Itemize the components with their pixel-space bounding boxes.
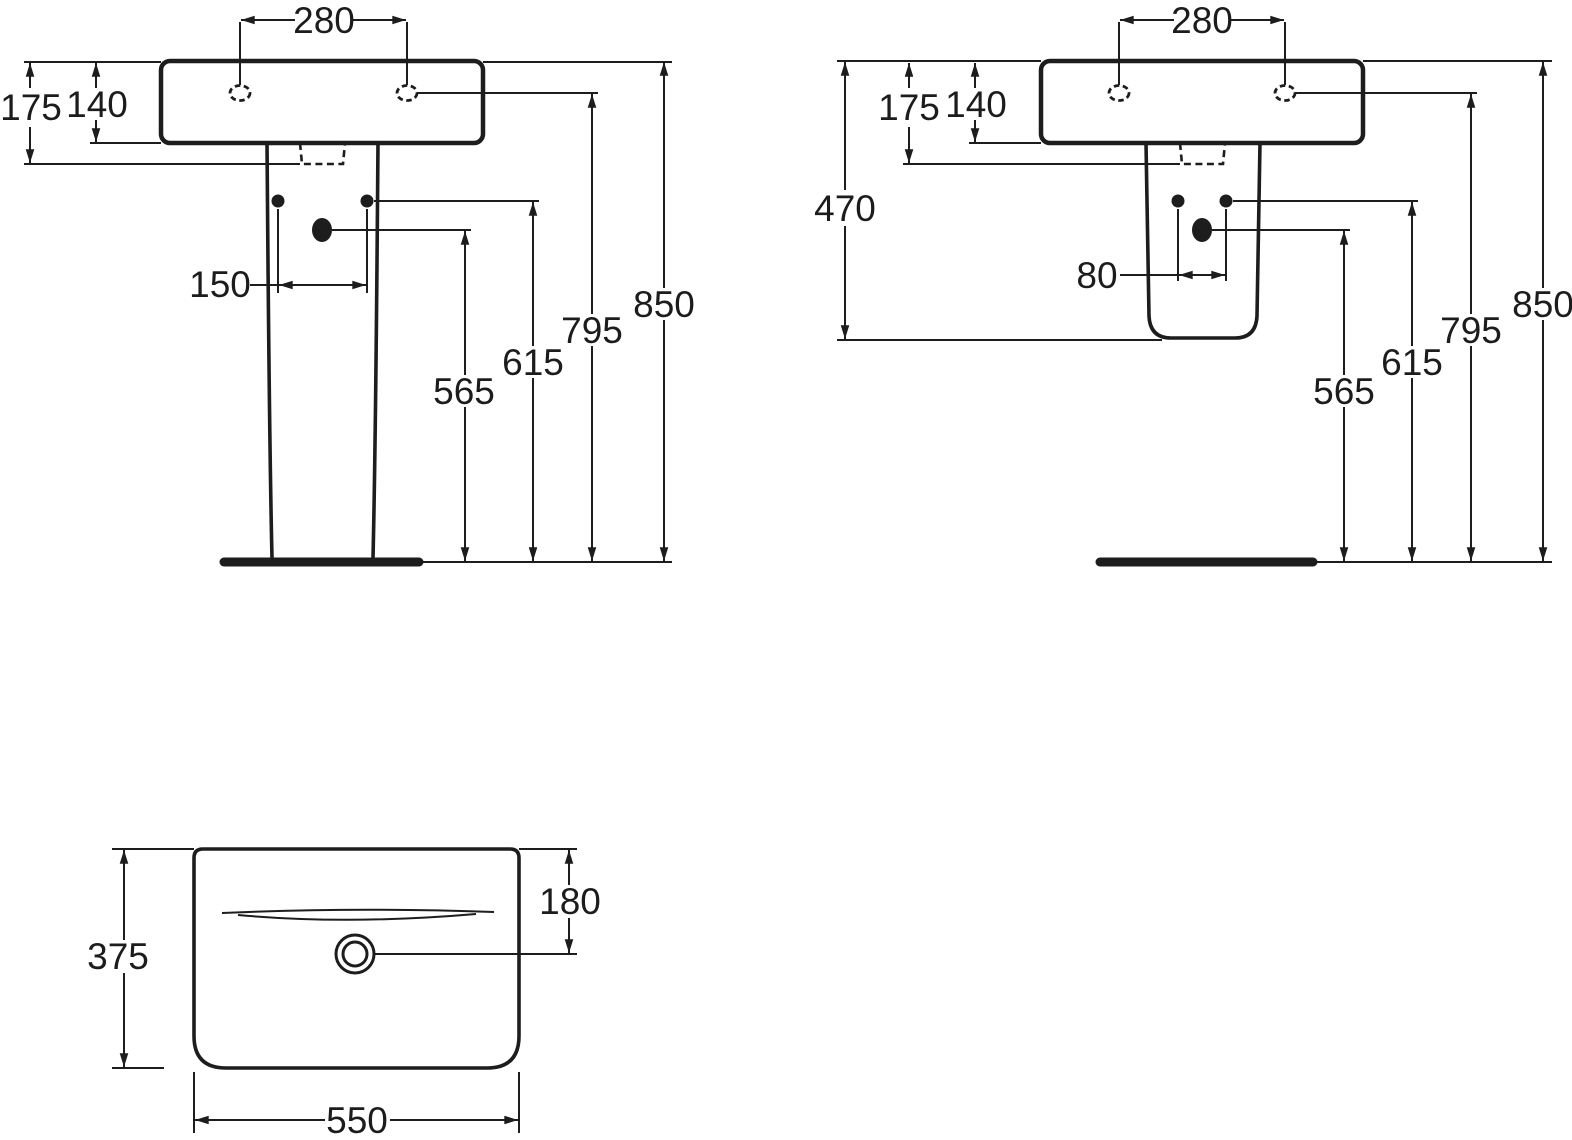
trap-dashed-outline — [1178, 142, 1227, 166]
reference-lines — [24, 22, 672, 293]
outlet-hole — [1192, 218, 1212, 242]
overflow-slot — [221, 908, 495, 921]
fixing-hole-left — [1171, 194, 1185, 208]
fixing-hole-left — [271, 194, 285, 208]
dim-label-rim-to-bowl: 140 — [945, 84, 1007, 125]
reference-lines — [112, 848, 577, 1133]
dimension-lines — [119, 850, 574, 1125]
dimension-lines — [840, 15, 1548, 561]
dim-label-tap-height: 795 — [1440, 310, 1502, 351]
basin-outline — [158, 58, 486, 146]
dim-label-fixing-spacing: 80 — [1076, 255, 1117, 296]
trap-dashed-outline — [298, 142, 347, 166]
tap-hole-right — [1273, 84, 1297, 102]
dim-label-semi-pedestal-drop: 470 — [814, 188, 876, 229]
dim-label-basin-depth: 375 — [87, 936, 149, 977]
top-view-basin: 375 180 550 — [87, 847, 601, 1140]
tap-hole-left — [228, 84, 252, 102]
dim-label-rim-height: 850 — [633, 284, 695, 325]
dim-label-rim-to-bowl: 140 — [66, 84, 128, 125]
basin-outline — [1038, 58, 1366, 146]
tap-hole-right — [395, 84, 419, 102]
dim-label-supply-height: 615 — [1381, 342, 1443, 383]
front-view-full-pedestal: 280 175 140 150 565 615 795 850 — [0, 0, 695, 567]
semi-pedestal-outline — [1144, 141, 1262, 340]
dim-label-tap-spacing: 280 — [1171, 0, 1233, 41]
outlet-hole — [312, 218, 332, 242]
drain-hole-inner — [341, 940, 369, 968]
dim-label-rim-to-outlet: 175 — [878, 87, 940, 128]
fixing-hole-right — [1219, 194, 1233, 208]
tap-hole-left — [1107, 84, 1131, 102]
basin-plan-outline — [192, 847, 521, 1070]
fixing-hole-right — [360, 194, 374, 208]
dim-label-rim-height: 850 — [1512, 284, 1572, 325]
dim-label-rim-to-outlet: 175 — [0, 87, 62, 128]
reference-lines — [837, 22, 1552, 341]
dim-label-basin-width: 550 — [326, 1100, 388, 1140]
dim-label-rear-to-drain: 180 — [539, 881, 601, 922]
front-view-semi-pedestal: 280 175 140 470 80 565 615 795 850 — [814, 0, 1572, 567]
dim-label-supply-height: 615 — [502, 342, 564, 383]
dim-label-outlet-height: 565 — [433, 371, 495, 412]
pedestal-outline — [265, 141, 380, 560]
dim-label-outlet-height: 565 — [1313, 371, 1375, 412]
dim-label-tap-height: 795 — [561, 310, 623, 351]
dim-label-tap-spacing: 280 — [293, 0, 355, 41]
dim-label-fixing-spacing: 150 — [189, 264, 251, 305]
dimension-lines — [25, 15, 669, 561]
